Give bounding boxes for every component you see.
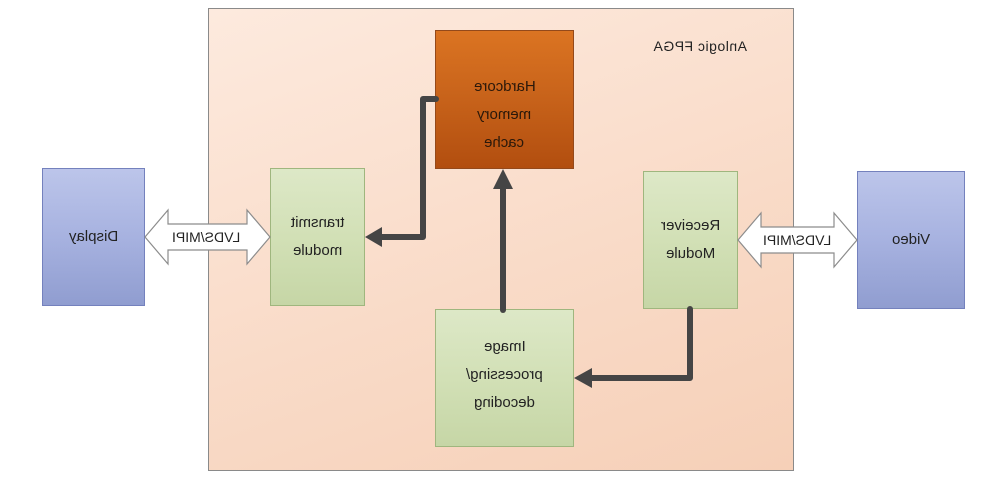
right-interface-label: LVDS/MIPI xyxy=(762,232,832,248)
memory-to-transmit-arrowhead xyxy=(365,227,382,247)
left-interface-double-arrow xyxy=(144,208,271,266)
image-to-memory-arrowhead xyxy=(493,169,513,189)
receiver-to-image-connector xyxy=(587,306,693,381)
memory-to-transmit-connector xyxy=(377,96,439,240)
receiver-to-image-arrowhead xyxy=(574,368,592,388)
left-interface-label: LVDS/MIPI xyxy=(171,229,241,245)
display-block: Display xyxy=(42,168,145,306)
transmit-module-block: transmit module xyxy=(270,168,365,306)
hardcore-memory-cache-block: Hardcore memory cache xyxy=(435,30,574,169)
right-interface-double-arrow xyxy=(737,211,858,269)
image-processing-block: Image processing/ decoding xyxy=(435,309,574,447)
